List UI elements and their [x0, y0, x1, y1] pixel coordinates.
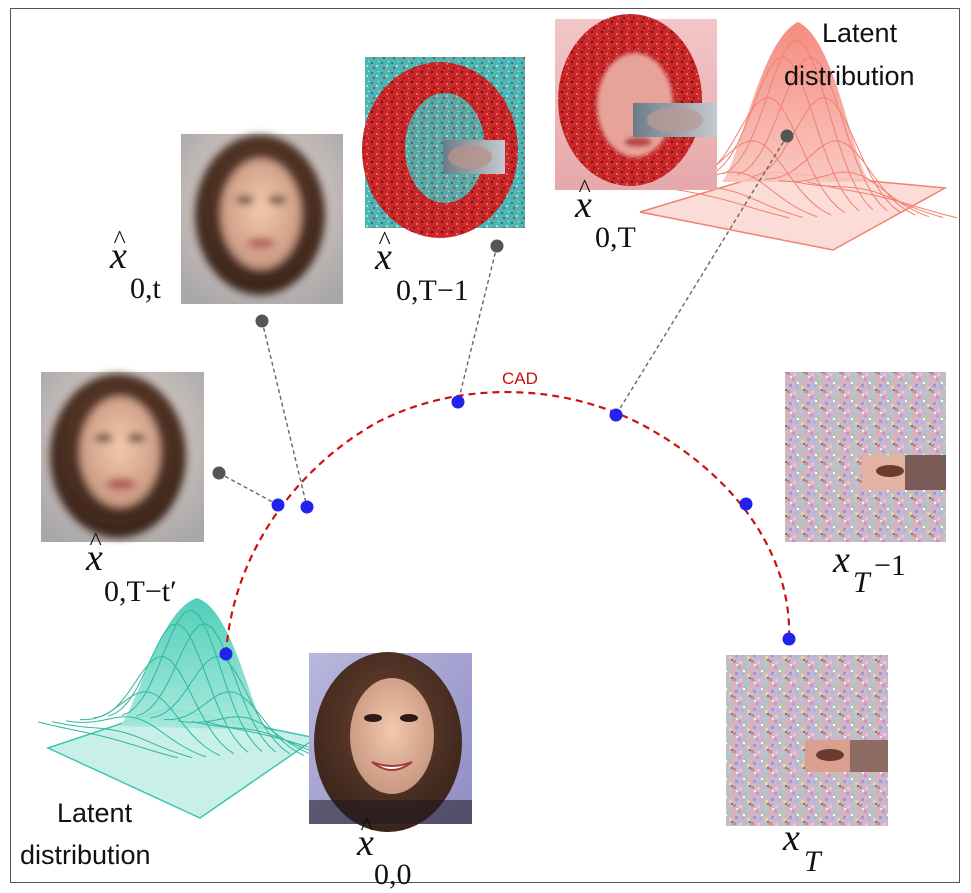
svg-text:T: T	[804, 845, 823, 878]
connector-endpoint	[780, 129, 794, 143]
trajectory-point	[271, 498, 285, 512]
trajectory-point	[739, 497, 753, 511]
mesh-line	[93, 656, 235, 755]
cad-label: CAD	[502, 369, 538, 388]
image-x-hat-0-T-minus-t-prime	[41, 372, 204, 542]
mesh-line	[149, 656, 291, 755]
label-x-hat-0-T: x ^ 0,T	[574, 174, 636, 254]
svg-text:^: ^	[378, 226, 391, 255]
svg-text:^: ^	[360, 812, 373, 841]
svg-text:x: x	[356, 822, 374, 864]
mesh-line	[722, 39, 874, 211]
connector-endpoint	[212, 466, 226, 480]
svg-text:0,T: 0,T	[595, 221, 636, 254]
trajectory-points	[219, 395, 796, 661]
svg-text:^: ^	[113, 225, 126, 254]
connector-endpoint	[490, 239, 504, 253]
svg-text:^: ^	[89, 527, 102, 556]
mesh-line	[37, 721, 179, 759]
trajectory-point	[609, 408, 623, 422]
svg-text:x: x	[85, 537, 103, 579]
svg-text:x: x	[832, 539, 850, 581]
mesh-line	[177, 716, 319, 758]
mesh-line	[806, 181, 958, 219]
mesh-line	[135, 623, 277, 753]
bottom-latent-label-line2: distribution	[20, 840, 151, 870]
top-latent-label-line1: Latent	[822, 18, 898, 48]
connector-endpoints	[212, 129, 794, 480]
bottom-latent-label-line1: Latent	[57, 798, 133, 828]
svg-text:0,t: 0,t	[130, 272, 162, 305]
image-x-T-minus-1	[785, 372, 946, 542]
bottom-latent-distribution	[37, 598, 347, 819]
top-latent-label-line2: distribution	[784, 61, 915, 91]
cad-trajectory	[224, 391, 791, 655]
mesh-line	[65, 716, 207, 758]
svg-text:x: x	[782, 817, 800, 859]
svg-text:x: x	[374, 236, 392, 278]
svg-text:x: x	[574, 184, 592, 226]
label-x-hat-0-T-minus-1: x ^ 0,T−1	[374, 226, 469, 307]
svg-text:0,T−1: 0,T−1	[396, 274, 469, 307]
label-x-hat-0-0: x ^ 0,0	[356, 812, 412, 891]
mesh-line	[764, 140, 916, 216]
mesh-line	[736, 56, 888, 212]
svg-text:x: x	[109, 235, 127, 277]
svg-text:0,T−t′: 0,T−t′	[104, 575, 177, 608]
figure-border	[10, 8, 960, 883]
image-x-T	[726, 655, 888, 826]
mesh-line	[191, 721, 333, 759]
svg-text:0,0: 0,0	[374, 858, 412, 891]
label-x-hat-0-t: x ^ 0,t	[109, 225, 162, 305]
mesh-line	[107, 623, 249, 753]
image-x-hat-0-T-minus-1	[362, 57, 525, 238]
image-x-hat-0-t	[181, 134, 343, 304]
svg-text:^: ^	[578, 174, 591, 203]
image-x-hat-0-T	[555, 14, 717, 190]
image-x-hat-0-0	[309, 652, 472, 832]
trajectory-point	[782, 632, 796, 646]
mesh-line	[778, 171, 930, 218]
trajectory-point	[300, 500, 314, 514]
svg-text:−1: −1	[874, 549, 906, 582]
top-latent-distribution	[638, 22, 958, 251]
mesh-line	[792, 181, 944, 218]
connector-endpoint	[255, 314, 269, 328]
label-x-T: x T	[782, 817, 823, 878]
trajectory-point	[219, 647, 233, 661]
connector-lines	[218, 135, 788, 508]
label-x-T-minus-1: x T −1	[832, 539, 906, 599]
svg-text:T: T	[853, 566, 872, 599]
label-x-hat-0-T-minus-t-prime: x ^ 0,T−t′	[85, 527, 177, 608]
trajectory-point	[451, 395, 465, 409]
mesh-line	[51, 721, 193, 759]
